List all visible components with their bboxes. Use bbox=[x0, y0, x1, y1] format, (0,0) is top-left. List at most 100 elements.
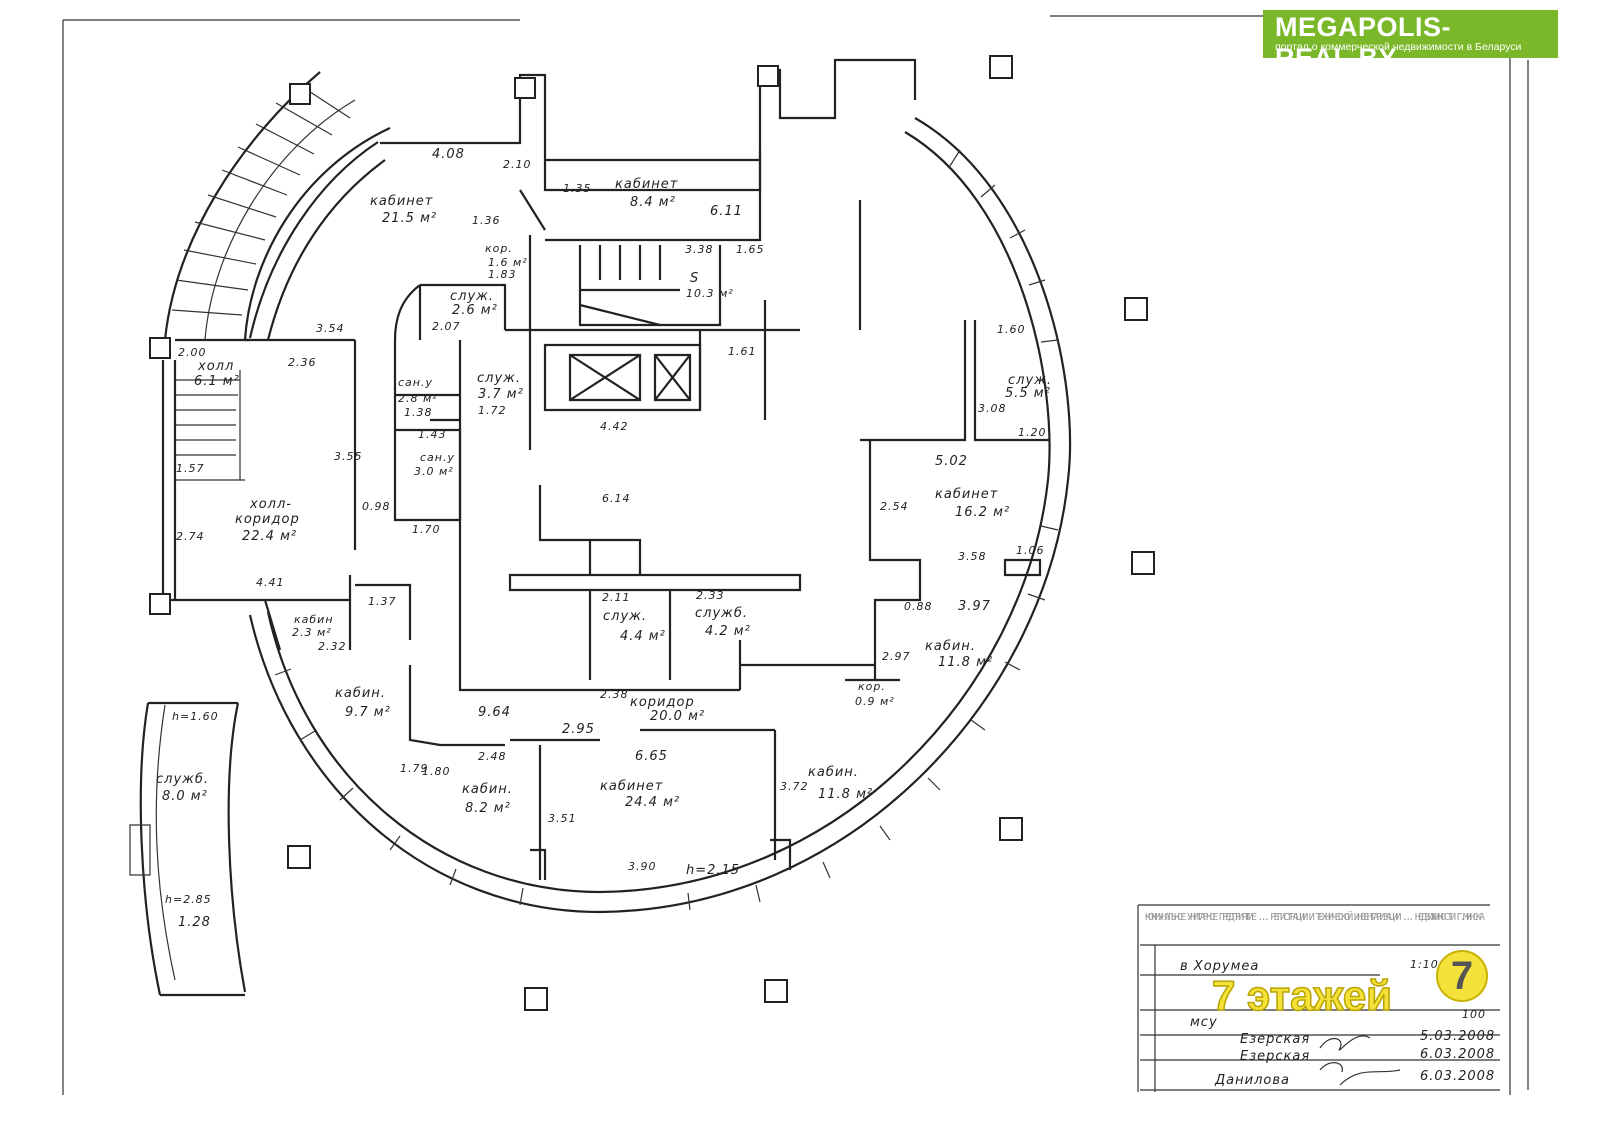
interior-walls bbox=[245, 58, 1050, 880]
label: сан.у bbox=[420, 451, 455, 464]
label: 3.72 bbox=[780, 780, 809, 793]
label: 1.35 bbox=[563, 182, 592, 195]
label: h=2.85 bbox=[165, 893, 212, 906]
label: 0.98 bbox=[362, 500, 391, 513]
stamp-date: 6.03.2008 bbox=[1420, 1069, 1495, 1084]
label: служб. bbox=[156, 772, 209, 787]
label: 1.83 bbox=[488, 268, 517, 281]
label: 1.38 bbox=[404, 406, 433, 419]
label: S bbox=[690, 271, 699, 286]
label: 16.2 м² bbox=[955, 505, 1010, 520]
detached-room bbox=[129, 701, 247, 997]
label: 3.90 bbox=[628, 860, 657, 873]
label: h=2.15 bbox=[686, 863, 740, 878]
label: 6.1 м² bbox=[194, 374, 240, 389]
label: 8.4 м² bbox=[630, 195, 676, 210]
label: кабинет bbox=[935, 487, 998, 502]
stamp-name: Езерская bbox=[1240, 1032, 1310, 1047]
label: кабин. bbox=[335, 686, 386, 701]
label: 2.32 bbox=[318, 640, 347, 653]
label: 10.3 м² bbox=[686, 287, 734, 300]
stamp-scale: 100 bbox=[1462, 1008, 1486, 1021]
label: 1.80 bbox=[422, 765, 451, 778]
label: кабин. bbox=[808, 765, 859, 780]
label: 24.4 м² bbox=[625, 795, 680, 810]
label: коридор bbox=[235, 512, 300, 527]
label: сан.у bbox=[398, 376, 433, 389]
label: 4.2 м² bbox=[705, 624, 751, 639]
label: 2.10 bbox=[503, 158, 532, 171]
sheet-border bbox=[62, 15, 1529, 1095]
stamp-text: КОММУНАЛЬНОЕ УНИТАРНОЕ ПРЕДПРИЯТИЕ ... Р… bbox=[1145, 910, 1495, 1088]
label: служ. bbox=[477, 371, 521, 386]
label: 1.57 bbox=[176, 462, 205, 475]
label: h=1.60 bbox=[172, 710, 219, 723]
label: 22.4 м² bbox=[242, 529, 297, 544]
label: 2.11 bbox=[602, 591, 631, 604]
entrance-stair bbox=[161, 338, 250, 602]
label: 3.7 м² bbox=[478, 387, 524, 402]
label: 1.36 bbox=[472, 214, 501, 227]
label: 1.37 bbox=[368, 595, 397, 608]
label: кабин. bbox=[462, 782, 513, 797]
label: 2.07 bbox=[432, 320, 461, 333]
label: 11.8 м² bbox=[818, 787, 873, 802]
label: 11.8 м² bbox=[938, 655, 993, 670]
label: 2.3 м² bbox=[292, 626, 332, 639]
floor-badge: 7 bbox=[1436, 950, 1488, 1002]
label: холл- bbox=[249, 497, 292, 512]
label: 3.51 bbox=[548, 812, 577, 825]
label: 1.60 bbox=[997, 323, 1026, 336]
label: 9.7 м² bbox=[345, 705, 391, 720]
label: 8.2 м² bbox=[465, 801, 511, 816]
label: 2.00 bbox=[178, 346, 207, 359]
label: коридор bbox=[630, 695, 695, 710]
label: кабин bbox=[294, 613, 334, 626]
label: служб. bbox=[695, 606, 748, 621]
stamp-name: Езерская bbox=[1240, 1049, 1310, 1064]
label: 3.08 bbox=[978, 402, 1007, 415]
label: 5.5 м² bbox=[1005, 386, 1051, 401]
label: 6.11 bbox=[710, 204, 743, 219]
label: 3.38 bbox=[685, 243, 714, 256]
label: 1.20 bbox=[1018, 426, 1047, 439]
label: 9.64 bbox=[478, 705, 511, 720]
logo-subtitle: портал о коммерческой недвижимости в Бел… bbox=[1275, 41, 1522, 53]
title-block bbox=[1137, 904, 1500, 1092]
label: 4.41 bbox=[256, 576, 285, 589]
label: кабинет bbox=[615, 177, 678, 192]
label: кор. bbox=[858, 680, 886, 693]
label: холл bbox=[197, 359, 234, 374]
label: 2.6 м² bbox=[452, 303, 498, 318]
window-marks bbox=[274, 149, 1059, 911]
label: 3.97 bbox=[958, 599, 991, 614]
stamp-unit: мсу bbox=[1190, 1015, 1218, 1030]
label: 2.54 bbox=[880, 500, 909, 513]
signature bbox=[1319, 1035, 1401, 1086]
label: 2.97 bbox=[882, 650, 911, 663]
label: 0.9 м² bbox=[855, 695, 895, 708]
label: кабин. bbox=[925, 639, 976, 654]
stamp-name: Данилова bbox=[1214, 1073, 1290, 1088]
label: 2.33 bbox=[696, 589, 725, 602]
label: служ. bbox=[603, 609, 647, 624]
label: 4.42 bbox=[600, 420, 629, 433]
stamp-date: 5.03.2008 bbox=[1420, 1029, 1495, 1044]
stamp-header: КОММУНАЛЬНОЕ УНИТАРНОЕ ПРЕДПРИЯТИЕ ... Р… bbox=[1145, 910, 1485, 923]
curved-staircase bbox=[163, 71, 391, 341]
columns bbox=[149, 55, 1155, 1011]
label: кабинет bbox=[600, 779, 663, 794]
label: 1.6 м² bbox=[488, 256, 528, 269]
label: 1.43 bbox=[418, 428, 447, 441]
stamp-address: в Хорумеа bbox=[1180, 959, 1259, 974]
floors-overlay: 7 этажей bbox=[1211, 971, 1393, 1020]
label: 2.48 bbox=[478, 750, 507, 763]
label: кабинет bbox=[370, 194, 433, 209]
label: 6.14 bbox=[602, 492, 631, 505]
site-logo[interactable]: MEGAPOLIS-REAL.BY портал о коммерческой … bbox=[1263, 10, 1558, 73]
label: 6.65 bbox=[635, 749, 668, 764]
label: 2.74 bbox=[176, 530, 205, 543]
label: 21.5 м² bbox=[382, 211, 437, 226]
outer-walls bbox=[248, 117, 1072, 914]
